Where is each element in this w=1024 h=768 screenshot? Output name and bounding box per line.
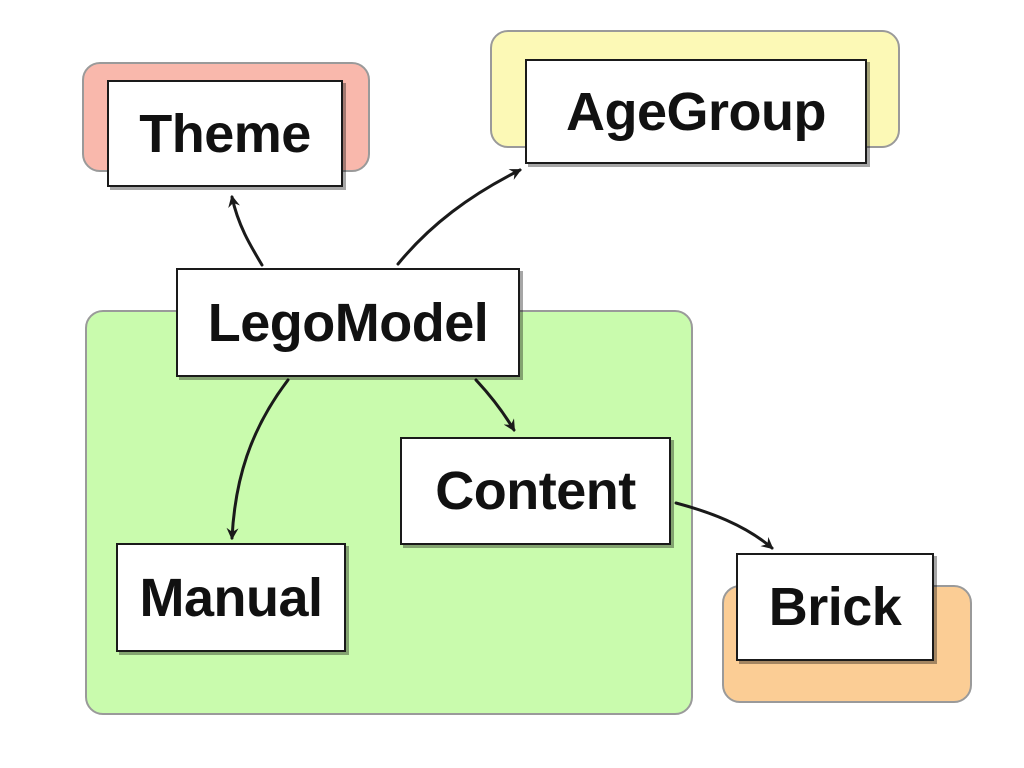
age-group-node: AgeGroup [525,59,867,164]
brick-node: Brick [736,553,934,661]
manual-node: Manual [116,543,346,652]
edge-legomodel-to-theme [228,195,264,267]
brick-label: Brick [768,577,902,637]
lego-model-label: LegoModel [207,292,489,353]
lego-model-node: LegoModel [176,268,520,377]
theme-node: Theme [107,80,343,187]
theme-label: Theme [139,103,311,164]
content-label: Content [435,461,636,521]
content-node: Content [400,437,671,545]
manual-label: Manual [139,567,323,628]
edge-legomodel-to-agegroup [396,168,522,266]
age-group-label: AgeGroup [566,81,827,142]
